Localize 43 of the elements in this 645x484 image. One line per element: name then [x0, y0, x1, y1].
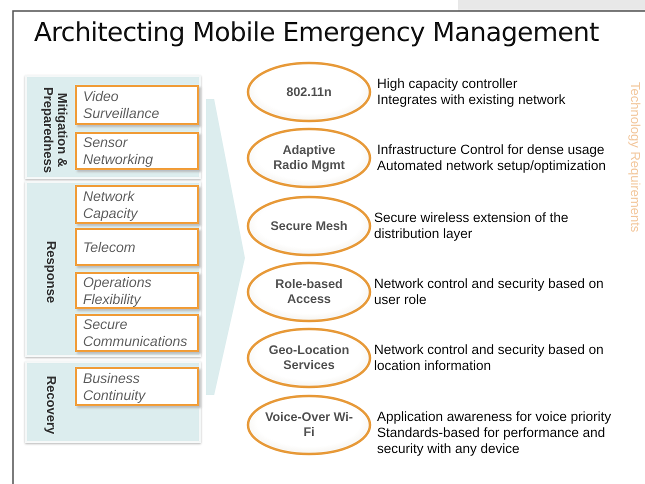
phase-label: Mitigation & Preparedness — [41, 86, 69, 175]
technology-name: Voice-Over Wi-Fi — [264, 410, 354, 440]
requirement-box — [75, 272, 199, 309]
requirement-text: Business Continuity — [83, 370, 147, 404]
requirement-box — [75, 367, 199, 406]
phase-label: Response — [44, 240, 58, 306]
requirement-text: Video Surveillance — [83, 88, 160, 122]
technology-name: Role-based Access — [274, 277, 344, 307]
requirement-text: Telecom — [83, 238, 136, 256]
requirement-box — [75, 228, 199, 266]
description-text: Secure wireless extension of the distribution layer — [374, 210, 570, 242]
phase-panel — [25, 181, 201, 357]
phase-panel — [25, 75, 201, 179]
technology-ellipse — [246, 327, 372, 389]
technology-name: Geo-Location Services — [268, 343, 350, 373]
description-text: Infrastructure Control for dense usage — [377, 142, 606, 158]
technology-ellipse — [246, 394, 372, 456]
requirement-text: Operations Flexibility — [83, 274, 152, 308]
technology-name: Secure Mesh — [269, 218, 349, 234]
technology-name: Adaptive Radio Mgmt — [272, 143, 346, 173]
technology-ellipse — [246, 195, 372, 257]
description-text: Application awareness for voice priority — [377, 409, 612, 425]
side-label: Technology Requirements — [628, 82, 643, 232]
requirement-box — [75, 132, 199, 170]
phase-panel — [25, 361, 201, 443]
technology-ellipse — [246, 261, 372, 323]
requirement-text: Secure Communications — [83, 316, 188, 350]
requirement-box — [75, 185, 199, 224]
technology-ellipse — [246, 127, 372, 189]
diagram-title: Architecting Mobile Emergency Management — [34, 18, 599, 48]
requirement-box — [75, 314, 199, 352]
description-text: Integrates with existing network — [377, 92, 566, 108]
phase-label: Recovery — [44, 374, 58, 436]
requirement-box — [75, 85, 199, 125]
technology-name: 802.11n — [285, 84, 333, 100]
requirement-text: Sensor Networking — [83, 134, 154, 168]
requirement-text: Network Capacity — [83, 188, 139, 222]
description-text: Standards-based for performance and security with any device — [377, 425, 606, 457]
description-text: Automated network setup/optimization — [377, 158, 606, 174]
description-text: Network control and security based on location information — [374, 342, 605, 374]
description-text: Network control and security based on user role — [374, 276, 605, 308]
description-text: High capacity controller — [377, 76, 518, 92]
technology-ellipse — [246, 61, 372, 123]
